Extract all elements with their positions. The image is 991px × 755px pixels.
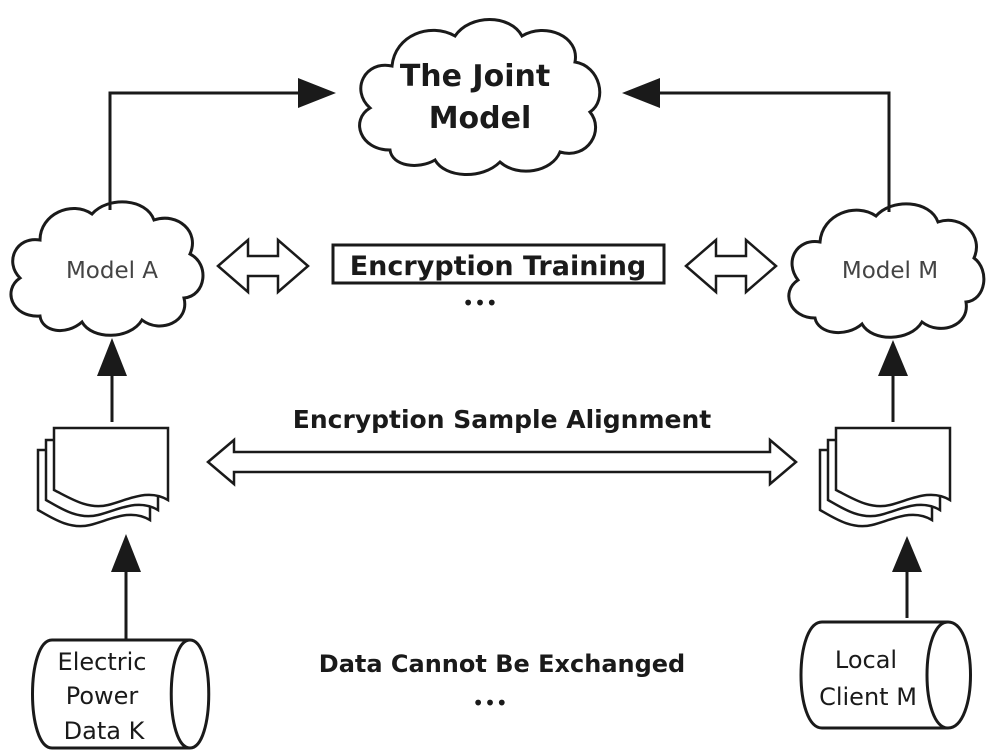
model-m-cloud: Model M	[787, 202, 986, 339]
model-m-label: Model M	[842, 258, 938, 284]
arrow-docs-a-to-model-a	[97, 338, 127, 422]
joint-model-cloud: The Joint Model	[358, 18, 602, 176]
arrow-model-a-to-joint	[108, 78, 336, 210]
data-source-right-line2: Client M	[819, 683, 917, 711]
arrow-source-right-to-docs	[892, 536, 922, 618]
model-a-label: Model A	[66, 258, 158, 284]
arrow-source-left-to-docs	[111, 534, 141, 640]
double-arrow-right-training	[684, 237, 778, 295]
arrow-docs-m-to-model-m	[878, 340, 908, 422]
sample-alignment-label: Encryption Sample Alignment	[293, 405, 711, 434]
no-exchange-ellipsis: •••	[472, 691, 507, 715]
data-source-cylinder-right: Local Client M	[799, 620, 972, 730]
encryption-training-ellipsis: •••	[462, 291, 497, 315]
joint-model-title-line2: Model	[429, 101, 532, 136]
joint-model-title-line1: The Joint	[400, 59, 550, 94]
data-source-cylinder-left: Electric Power Data K	[31, 638, 211, 750]
document-stack-left	[36, 426, 170, 528]
encryption-training-box: Encryption Training	[331, 243, 666, 285]
no-exchange-label: Data Cannot Be Exchanged	[319, 650, 685, 678]
double-arrow-left-training	[216, 237, 310, 295]
encryption-training-label: Encryption Training	[350, 251, 647, 282]
data-source-right-line1: Local	[835, 646, 897, 674]
arrow-model-m-to-joint	[622, 78, 891, 212]
document-stack-right	[818, 426, 952, 528]
model-a-cloud: Model A	[9, 200, 205, 337]
data-source-left-line1: Electric	[58, 648, 147, 676]
data-source-left-line2: Power	[66, 682, 139, 710]
double-arrow-sample-alignment	[206, 437, 798, 487]
data-source-left-line3: Data K	[64, 717, 146, 745]
